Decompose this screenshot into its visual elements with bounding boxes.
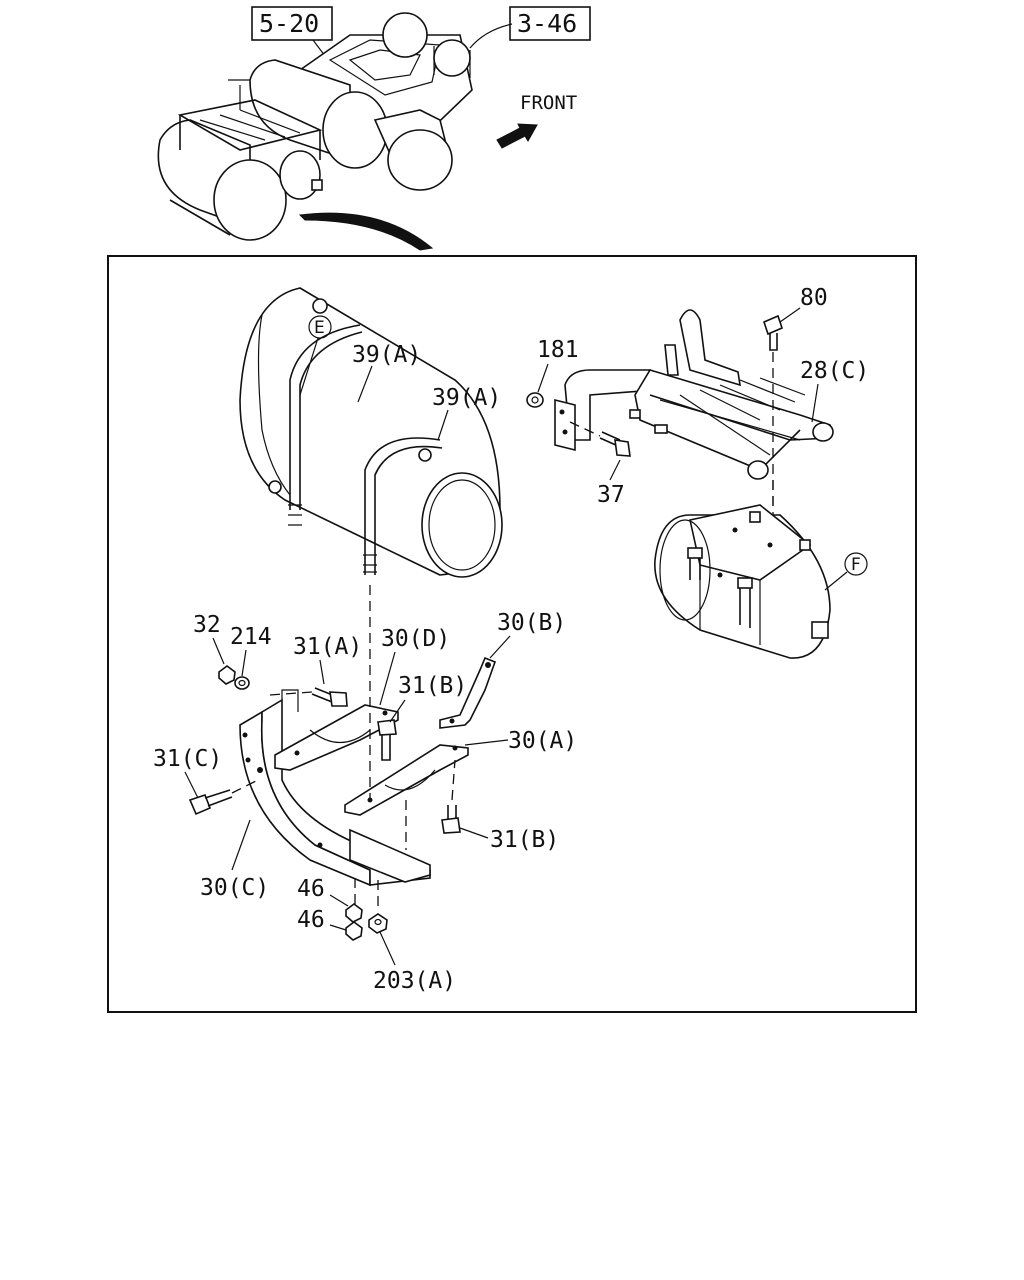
- ref-leader-3-46: [469, 23, 513, 49]
- leader-46-top: [329, 894, 349, 907]
- ref-label-5-20: 5-20: [259, 9, 319, 38]
- nut-46-top[interactable]: [345, 903, 363, 923]
- marker-e-label: E: [314, 318, 325, 338]
- front-label: FRONT: [520, 92, 577, 114]
- callout-32: 32: [193, 612, 221, 638]
- callout-30a: 30(A): [508, 728, 577, 754]
- washer-214[interactable]: [234, 676, 250, 690]
- align-line-37: [569, 421, 601, 437]
- callout-31b-top: 31(B): [398, 673, 467, 699]
- leader-28c: [811, 383, 819, 423]
- callout-181: 181: [537, 337, 579, 363]
- overview-assembly: 5-20 3-46 FRONT: [157, 6, 591, 241]
- support-frame-28c[interactable]: [554, 309, 834, 480]
- leader-37: [609, 459, 621, 481]
- align-line-31c: [231, 779, 259, 794]
- leader-203a: [379, 931, 396, 966]
- bolt-31b-top[interactable]: [377, 719, 397, 761]
- front-arrow-icon: [496, 123, 538, 149]
- bolt-31a[interactable]: [311, 687, 348, 707]
- callout-30b: 30(B): [497, 610, 566, 636]
- callout-80: 80: [800, 285, 828, 311]
- callout-46-bottom: 46: [297, 907, 325, 933]
- leader-214: [241, 649, 247, 677]
- bolt-80[interactable]: [763, 314, 783, 351]
- leader-30c: [231, 819, 251, 871]
- leader-32: [212, 637, 225, 665]
- marker-f[interactable]: [844, 552, 868, 576]
- bracket-30b[interactable]: [439, 656, 497, 729]
- callout-37: 37: [597, 482, 625, 508]
- callout-31a: 31(A): [293, 634, 362, 660]
- leader-30b: [489, 635, 511, 659]
- callout-28c: 28(C): [800, 358, 869, 384]
- bracket-30c[interactable]: [239, 689, 431, 887]
- leader-46-bottom: [329, 924, 347, 931]
- air-tank-e[interactable]: [239, 287, 503, 578]
- leader-31b-top: [389, 699, 406, 723]
- detail-frame: [107, 255, 917, 1013]
- callout-30c: 30(C): [200, 875, 269, 901]
- callout-39a-2: 39(A): [432, 385, 501, 411]
- leader-31b-bottom: [459, 827, 489, 839]
- ref-label-3-46: 3-46: [517, 9, 577, 38]
- washer-181[interactable]: [526, 392, 544, 408]
- callout-46-top: 46: [297, 876, 325, 902]
- air-tank-f[interactable]: [654, 504, 831, 659]
- leader-39a-2: [437, 409, 449, 441]
- detail-pointer-arrow: [298, 212, 434, 251]
- callout-31b-bottom: 31(B): [490, 827, 559, 853]
- leader-31a: [319, 659, 325, 685]
- leader-181: [537, 363, 549, 393]
- align-line-31b-bottom: [451, 759, 456, 801]
- leader-30a: [464, 739, 509, 746]
- bracket-30a[interactable]: [344, 744, 469, 816]
- washer-203a[interactable]: [368, 913, 388, 934]
- marker-e-leader: [299, 337, 319, 396]
- bracket-30d[interactable]: [274, 704, 399, 771]
- callout-214: 214: [230, 624, 272, 650]
- bolt-31b-bottom[interactable]: [441, 805, 461, 834]
- callout-31c: 31(C): [153, 746, 222, 772]
- leader-31c: [184, 771, 199, 799]
- callout-39a-1: 39(A): [352, 342, 421, 368]
- nut-32[interactable]: [218, 665, 236, 685]
- ref-box-5-20[interactable]: [251, 6, 333, 41]
- callout-30d: 30(D): [381, 626, 450, 652]
- bolt-37[interactable]: [599, 431, 631, 457]
- leader-80: [779, 307, 801, 323]
- nut-46-bottom[interactable]: [345, 921, 363, 941]
- marker-e[interactable]: [308, 315, 332, 339]
- ref-box-3-46[interactable]: [509, 6, 591, 41]
- align-line-31a: [269, 691, 313, 696]
- callout-203a: 203(A): [373, 968, 456, 994]
- marker-f-label: F: [851, 555, 861, 575]
- marker-f-leader: [824, 571, 848, 591]
- bolt-31c[interactable]: [188, 789, 233, 816]
- leader-39a-1: [357, 365, 373, 403]
- leader-30d: [379, 651, 396, 706]
